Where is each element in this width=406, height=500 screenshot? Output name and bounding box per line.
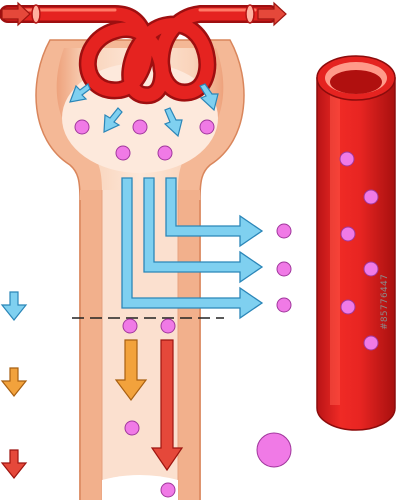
glomerulus-capillary <box>0 4 279 105</box>
vessel-particles <box>339 151 379 351</box>
reabsorption-arrows <box>121 177 264 320</box>
legend-filtration-arrow-icon <box>0 291 28 321</box>
blood-flow-arrows <box>1 1 287 27</box>
inflow-arrow-icon <box>1 1 31 27</box>
legend-arrows <box>0 291 28 479</box>
tubule-particles <box>122 318 292 498</box>
filtration-arrows <box>69 83 219 138</box>
reabsorbed-particles <box>276 223 292 313</box>
watermark-id: #85776447 <box>380 273 390 330</box>
filtrate-particles <box>74 119 215 161</box>
blood-vessel <box>316 55 396 431</box>
legend-secretion-arrow-icon <box>0 449 28 479</box>
tubule-flow-arrows <box>114 339 184 472</box>
outflow-arrow-icon <box>257 1 287 27</box>
legend-reabsorption-arrow-icon <box>0 367 28 397</box>
